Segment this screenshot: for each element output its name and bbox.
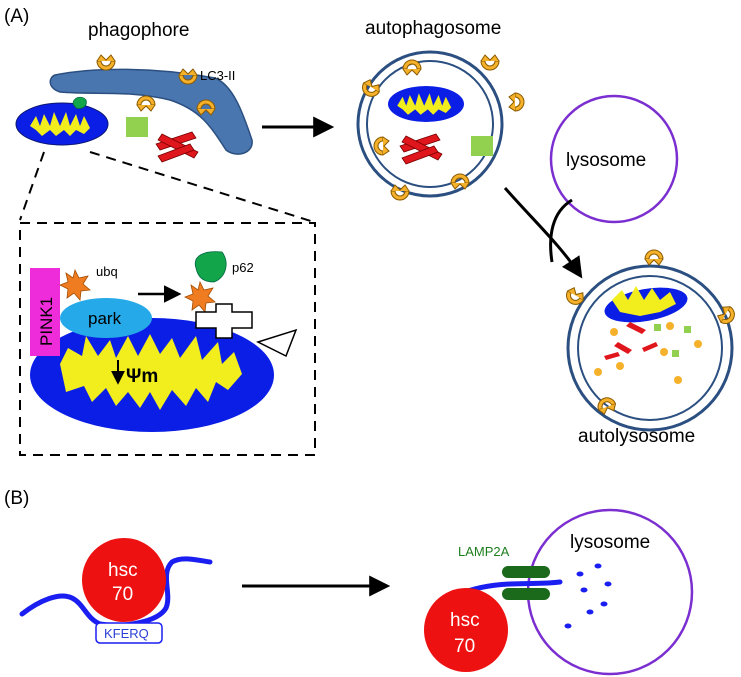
lc3-ii-icon (644, 249, 664, 266)
phagophore-label: phagophore (88, 20, 189, 41)
kferq-label: KFERQ (104, 626, 149, 641)
ubq-star-icon (59, 268, 91, 301)
fusion-curve (549, 198, 573, 263)
lc3-ii-icon (508, 92, 525, 112)
panel-b-label: (B) (4, 488, 29, 509)
hsc70-right-bottom: 70 (454, 636, 475, 657)
hsc70-left (82, 538, 166, 622)
ubq-star-bound-icon (184, 280, 216, 313)
protein-aggregate-icon (155, 131, 199, 163)
p62-label: p62 (232, 260, 254, 275)
p62-icon (194, 251, 227, 283)
lamp2a-bar-bottom (502, 588, 550, 600)
hsc70-right (424, 588, 508, 672)
hsc70-left-top: hsc (108, 560, 138, 581)
lysosome-bottom-label: lysosome (570, 532, 650, 553)
zoom-line-left (19, 151, 45, 221)
mitochondrion-large-cristae (60, 334, 242, 410)
lysosome-top (549, 94, 679, 224)
triangle-marker (256, 328, 298, 358)
autophagosome (356, 50, 504, 198)
cargo-square (126, 117, 148, 137)
lc3-ii-icon (562, 285, 587, 309)
park-protein (60, 298, 152, 338)
autolysosome (566, 264, 734, 432)
lc3-ii-icon (402, 59, 422, 76)
lc3-ii-icon (450, 173, 470, 190)
lc3-ii-icon (96, 54, 116, 71)
lysosome-top-label: lysosome (566, 150, 646, 171)
degradation-products (564, 563, 612, 629)
lc3-ii-icon (373, 136, 390, 156)
lamp2a-label: LAMP2A (458, 544, 510, 559)
autolysosome-label: autolysosome (578, 426, 695, 447)
pink1-label: PINK1 (37, 297, 56, 346)
lc3-ii-icon (390, 184, 410, 201)
lc3-ii-label: LC3-II (200, 68, 235, 83)
psi-m-label: Ψm (126, 366, 158, 387)
p62-small-icon (72, 96, 87, 109)
inset-box (19, 222, 316, 456)
fusion-arrow (503, 187, 583, 279)
lamp2a-bar-top (502, 566, 550, 578)
kferq-box (95, 622, 163, 644)
hsc70-left-bottom: 70 (112, 584, 133, 605)
receptor-cross (195, 303, 253, 339)
lc3-ii-icon (136, 95, 156, 112)
pink1-protein (30, 268, 60, 356)
zoom-line-right (89, 151, 315, 223)
autophagosome-label: autophagosome (365, 18, 501, 39)
lc3-ii-icon (480, 54, 500, 71)
ubq-label: ubq (96, 264, 118, 279)
panel-a-label: (A) (4, 6, 29, 27)
hsc70-right-top: hsc (450, 610, 480, 631)
park-label: park (88, 309, 122, 328)
